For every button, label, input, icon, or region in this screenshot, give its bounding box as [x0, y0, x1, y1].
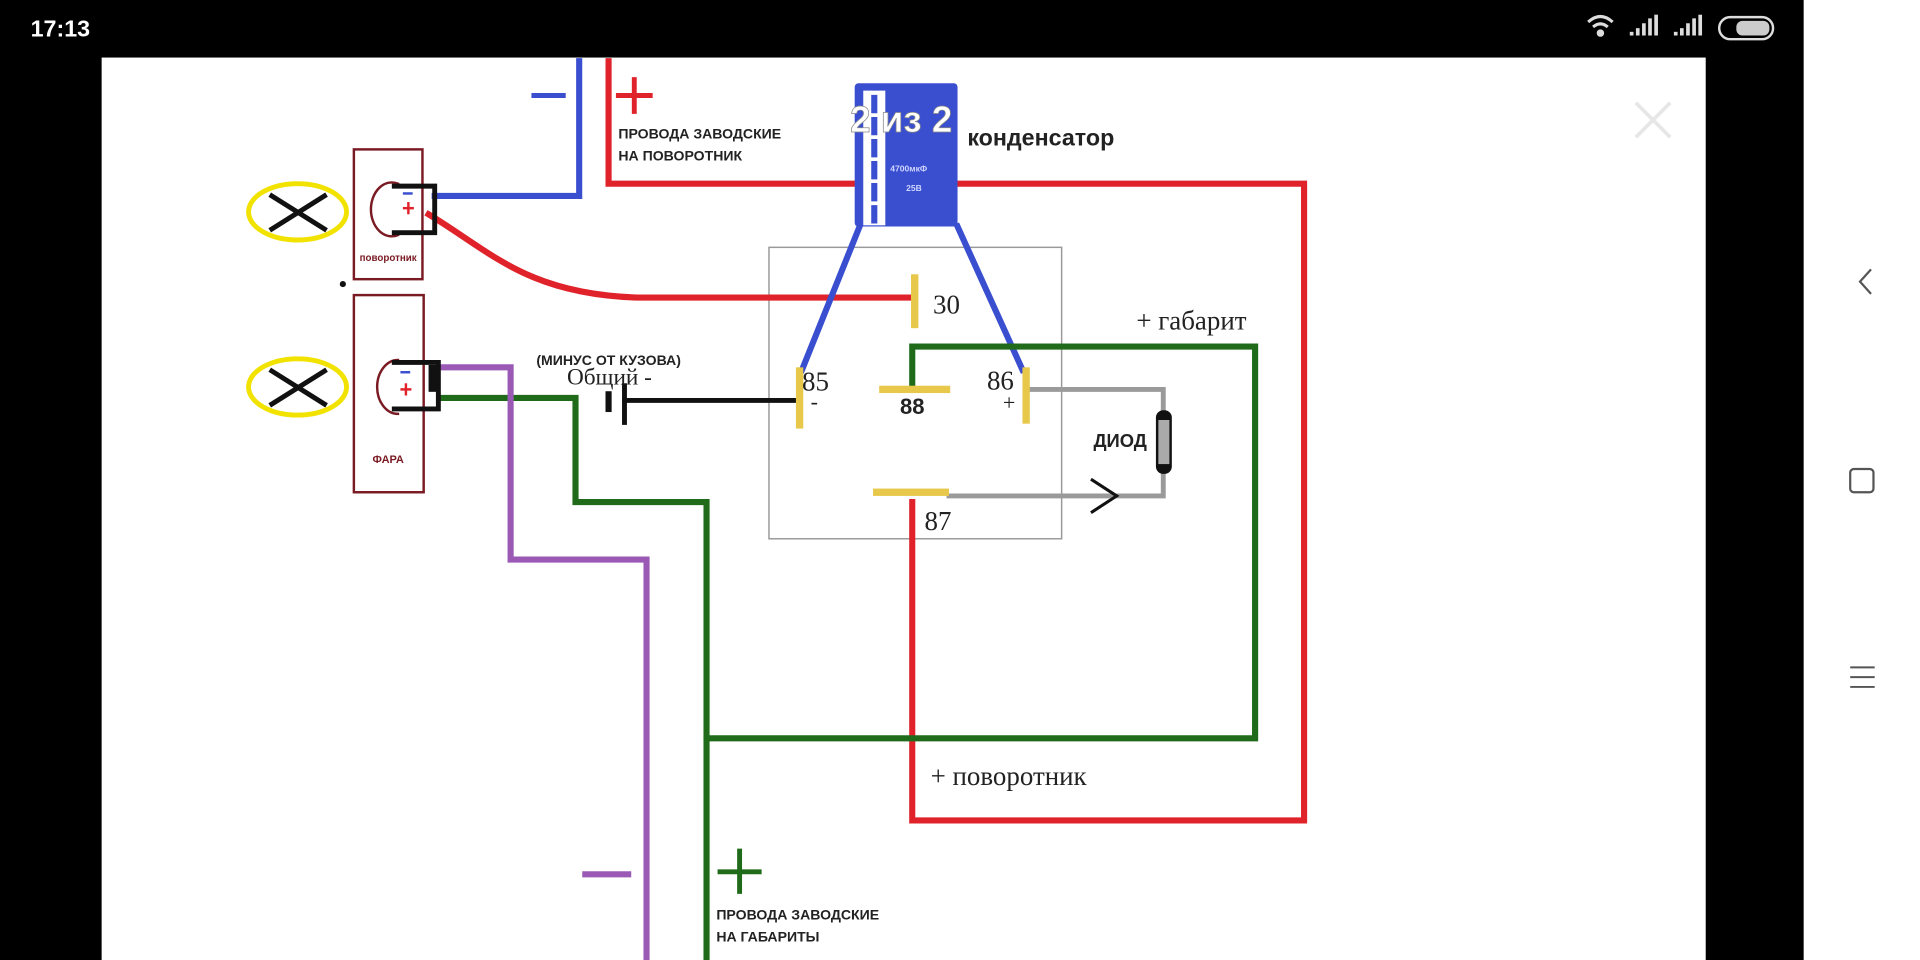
- diode-marking: [1158, 420, 1170, 465]
- capacitor-voltage: 25В: [906, 183, 922, 193]
- close-icon[interactable]: [1634, 101, 1672, 139]
- pin-88: [879, 385, 951, 394]
- turn-lamp-label: поворотник: [360, 253, 417, 264]
- ground-label: Общий -: [567, 364, 652, 390]
- arrow-icon: [1090, 477, 1120, 514]
- pin-87: [873, 488, 949, 496]
- red-wire-turn-lamp: [424, 210, 918, 301]
- pin-86-label: 86: [987, 365, 1014, 395]
- capacitor-value: 4700мкФ: [890, 163, 928, 173]
- capacitor-stripe: [863, 90, 886, 226]
- pin-85: [795, 367, 804, 429]
- blue-wire-minus: [431, 58, 583, 199]
- top-wires-label-2: НА ПОВОРОТНИК: [618, 147, 742, 163]
- pin-30: [911, 274, 919, 329]
- menu-icon[interactable]: [1850, 666, 1875, 688]
- home-square-icon[interactable]: [1849, 467, 1875, 494]
- bottom-plus-sign: [717, 848, 762, 894]
- bottom-wires-label-1: ПРОВОДА ЗАВОДСКИЕ: [716, 907, 879, 923]
- red-wire-plus: [605, 58, 1308, 824]
- top-plus-sign: [615, 77, 653, 114]
- headlight-lamp: [246, 293, 441, 494]
- top-wires-label-1: ПРОВОДА ЗАВОДСКИЕ: [618, 125, 781, 141]
- turn-signal-lamp: [246, 148, 438, 281]
- bottom-wires-label-2: НА ГАБАРИТЫ: [716, 929, 819, 945]
- back-icon[interactable]: [1858, 268, 1872, 295]
- pin-86-sign: +: [1003, 390, 1015, 415]
- signal-icon: [1629, 14, 1658, 36]
- pin-85-label: 85: [802, 367, 829, 397]
- diode-label: ДИОД: [1093, 430, 1146, 451]
- green-wire-gabarit: [703, 343, 1259, 742]
- battery-icon: [1717, 15, 1775, 41]
- turn-signal-label: + поворотник: [931, 761, 1088, 791]
- wifi-icon: [1587, 15, 1614, 37]
- pin-85-sign: -: [811, 389, 818, 414]
- image-counter: 2 из 2: [850, 99, 952, 140]
- nav-bar: [1803, 0, 1920, 960]
- signal-icon: [1673, 14, 1703, 36]
- stray-dot: [339, 281, 346, 288]
- status-time: 17:13: [31, 16, 91, 42]
- gabarit-label: + габарит: [1136, 305, 1246, 335]
- pin-87-label: 87: [924, 506, 951, 536]
- purple-wire: [437, 364, 650, 960]
- green-wire-headlight: [437, 394, 710, 960]
- capacitor-label: конденсатор: [967, 125, 1114, 151]
- pin-30-label: 30: [933, 289, 960, 319]
- blue-wire-cap-85: [798, 222, 864, 374]
- wiring-diagram: [246, 58, 1308, 960]
- pin-86: [1022, 367, 1030, 424]
- headlight-label: ФАРА: [372, 454, 403, 466]
- ground-note: (МИНУС ОТ КУЗОВА): [536, 352, 681, 368]
- pin-88-label: 88: [900, 394, 925, 419]
